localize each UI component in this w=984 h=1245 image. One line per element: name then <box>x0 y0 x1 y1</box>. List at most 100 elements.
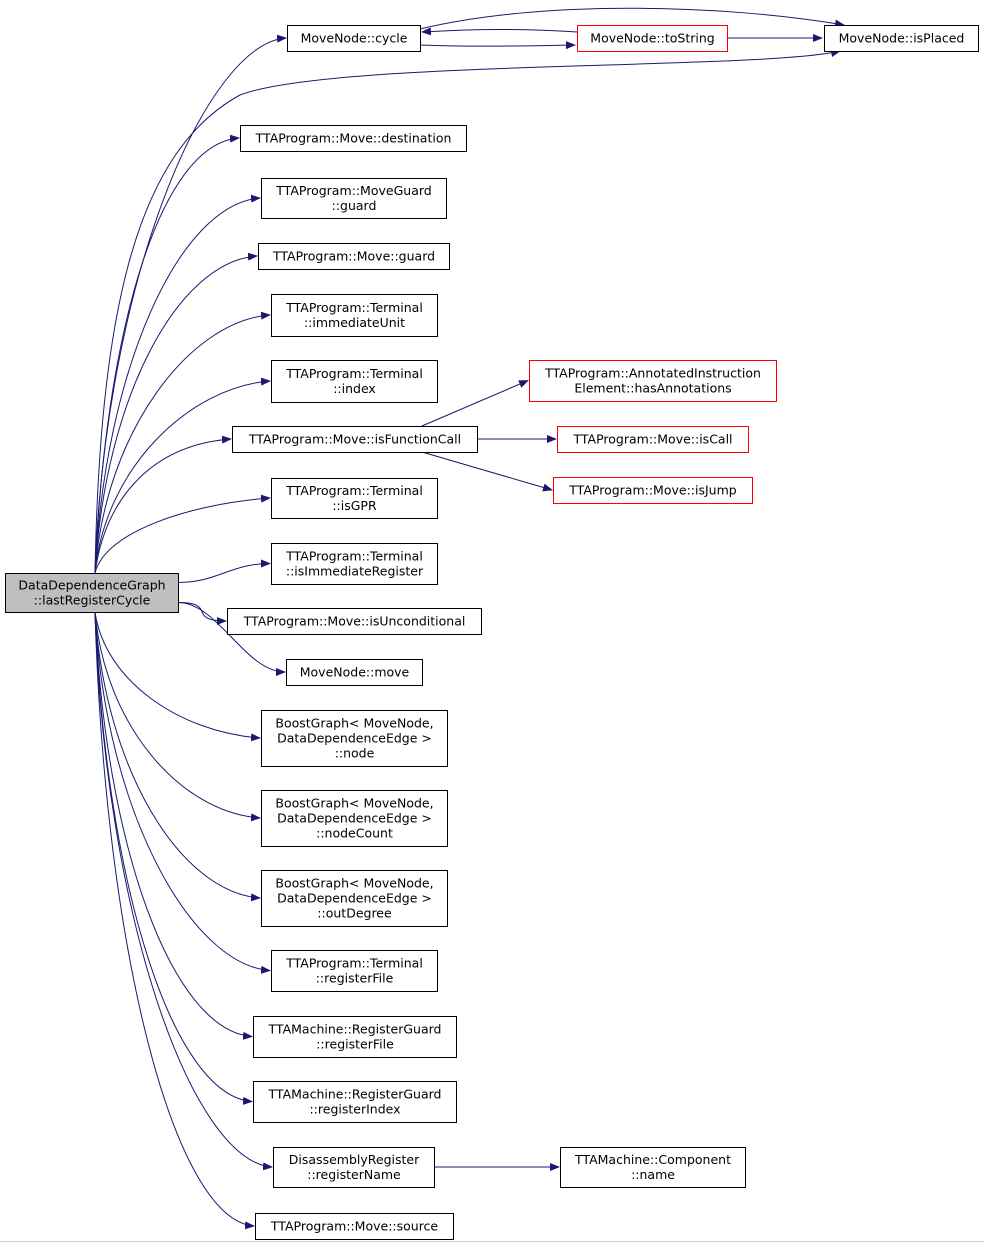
node-label: TTAProgram::Move::destination <box>255 131 452 146</box>
node-label: ::index <box>333 381 376 396</box>
edge-root-to-term_immunit <box>94 311 271 574</box>
edge-mn_tostring-to-mn_cycle <box>421 27 578 36</box>
node-box <box>287 25 421 52</box>
node-label: MoveNode::move <box>300 665 410 680</box>
node-move-source[interactable]: TTAProgram::Move::source <box>255 1213 454 1240</box>
node-label: TTAProgram::Move::isUnconditional <box>243 614 466 629</box>
node-label: MoveNode::toString <box>590 31 714 46</box>
node-label: ::lastRegisterCycle <box>34 593 151 608</box>
edge-root-to-bg_outdegree <box>94 611 261 902</box>
node-label: MoveNode::isPlaced <box>839 31 965 46</box>
node-term-immunit[interactable]: TTAProgram::Terminal::immediateUnit <box>271 294 438 337</box>
node-label: ::name <box>631 1167 675 1182</box>
node-dr-regname[interactable]: DisassemblyRegister::registerName <box>273 1147 435 1188</box>
node-move-destination[interactable]: TTAProgram::Move::destination <box>240 125 467 152</box>
edge-root-to-bg_nodecount <box>94 611 261 822</box>
edge-mn_cycle-to-mn_isplaced <box>419 7 845 30</box>
edge-move_isfunctioncall-to-ai_hasannotations <box>421 380 529 427</box>
node-root[interactable]: DataDependenceGraph::lastRegisterCycle <box>5 573 179 613</box>
node-mn-cycle[interactable]: MoveNode::cycle <box>287 25 421 52</box>
node-box <box>240 125 467 152</box>
node-label: TTAProgram::Terminal <box>285 956 423 971</box>
edge-root-to-rg_regfile <box>94 611 253 1040</box>
node-bg-outdegree[interactable]: BoostGraph< MoveNode,DataDependenceEdge … <box>261 870 448 927</box>
node-term-index[interactable]: TTAProgram::Terminal::index <box>271 360 438 403</box>
node-label: TTAProgram::Move::isCall <box>572 432 732 447</box>
edge-root-to-mn_isplaced <box>94 49 841 574</box>
node-box <box>271 543 438 585</box>
node-comp-name[interactable]: TTAMachine::Component::name <box>560 1147 746 1188</box>
node-label: TTAProgram::Terminal <box>285 300 423 315</box>
node-label: TTAProgram::Terminal <box>285 366 423 381</box>
node-label: ::registerFile <box>316 971 394 986</box>
node-label: TTAProgram::Terminal <box>285 483 423 498</box>
node-mn-tostring[interactable]: MoveNode::toString <box>577 25 728 52</box>
node-box <box>286 659 423 686</box>
node-box <box>529 360 777 402</box>
node-box <box>271 294 438 337</box>
node-label: MoveNode::cycle <box>301 31 408 46</box>
node-bg-nodecount[interactable]: BoostGraph< MoveNode,DataDependenceEdge … <box>261 790 448 847</box>
edge-root-to-mn_move <box>177 602 286 676</box>
node-label: Element::hasAnnotations <box>574 381 731 396</box>
node-label: TTAProgram::Move::guard <box>272 249 435 264</box>
bottom-divider <box>0 1241 984 1242</box>
node-label: TTAProgram::Terminal <box>285 549 423 564</box>
nodes: DataDependenceGraph::lastRegisterCycleMo… <box>5 25 979 1240</box>
node-label: ::guard <box>332 198 377 213</box>
node-box <box>261 870 448 927</box>
node-label: TTAProgram::AnnotatedInstruction <box>544 366 761 381</box>
node-mn-isplaced[interactable]: MoveNode::isPlaced <box>824 25 979 52</box>
node-label: DataDependenceGraph <box>18 578 165 593</box>
node-moveguard-guard[interactable]: TTAProgram::MoveGuard::guard <box>261 178 447 219</box>
node-label: TTAMachine::RegisterGuard <box>268 1087 442 1102</box>
node-move-isfunctioncall[interactable]: TTAProgram::Move::isFunctionCall <box>232 426 478 453</box>
node-label: DataDependenceEdge > <box>277 731 432 746</box>
node-label: ::node <box>335 746 375 761</box>
node-label: BoostGraph< MoveNode, <box>275 876 433 891</box>
node-bg-node[interactable]: BoostGraph< MoveNode,DataDependenceEdge … <box>261 710 448 767</box>
node-label: TTAProgram::MoveGuard <box>275 183 431 198</box>
node-rg-regindex[interactable]: TTAMachine::RegisterGuard::registerIndex <box>253 1081 457 1123</box>
node-box <box>553 477 753 504</box>
node-box <box>261 710 448 767</box>
edge-root-to-term_index <box>94 377 271 574</box>
node-move-iscall[interactable]: TTAProgram::Move::isCall <box>557 426 749 453</box>
edge-root-to-dr_regname <box>94 611 273 1171</box>
node-label: TTAProgram::Move::isFunctionCall <box>248 432 461 447</box>
node-move-isjump[interactable]: TTAProgram::Move::isJump <box>553 477 753 504</box>
edge-root-to-bg_node <box>94 611 261 742</box>
node-term-isgpr[interactable]: TTAProgram::Terminal::isGPR <box>271 478 438 519</box>
node-label: ::registerIndex <box>309 1102 400 1117</box>
node-box <box>227 608 482 635</box>
edge-root-to-move_destination <box>94 134 240 574</box>
node-box <box>824 25 979 52</box>
edge-root-to-term_regfile <box>94 611 271 974</box>
node-box <box>271 360 438 403</box>
node-label: BoostGraph< MoveNode, <box>275 716 433 731</box>
node-box <box>5 573 179 613</box>
node-label: TTAProgram::Move::isJump <box>568 483 737 498</box>
node-mn-move[interactable]: MoveNode::move <box>286 659 423 686</box>
node-box <box>261 178 447 219</box>
node-box <box>253 1081 457 1123</box>
node-term-isimmreg[interactable]: TTAProgram::Terminal::isImmediateRegiste… <box>271 543 438 585</box>
node-box <box>253 1016 457 1058</box>
node-label: ::registerName <box>307 1167 401 1182</box>
edge-mn_cycle-to-mn_tostring <box>419 41 576 50</box>
node-rg-regfile[interactable]: TTAMachine::RegisterGuard::registerFile <box>253 1016 457 1058</box>
node-label: DataDependenceEdge > <box>277 811 432 826</box>
edge-root-to-move_guard <box>94 252 258 574</box>
node-label: ::isGPR <box>332 498 377 513</box>
node-box <box>273 1147 435 1188</box>
node-box <box>261 790 448 847</box>
node-move-isuncond[interactable]: TTAProgram::Move::isUnconditional <box>227 608 482 635</box>
edge-root-to-move_isfunctioncall <box>94 435 232 574</box>
node-label: DisassemblyRegister <box>289 1152 420 1167</box>
node-ai-hasannotations[interactable]: TTAProgram::AnnotatedInstructionElement:… <box>529 360 777 402</box>
node-label: TTAProgram::Move::source <box>270 1219 439 1234</box>
node-move-guard[interactable]: TTAProgram::Move::guard <box>258 243 450 270</box>
node-term-regfile[interactable]: TTAProgram::Terminal::registerFile <box>271 950 438 992</box>
edge-root-to-term_isgpr <box>94 494 271 574</box>
edge-root-to-moveguard_guard <box>94 194 261 574</box>
